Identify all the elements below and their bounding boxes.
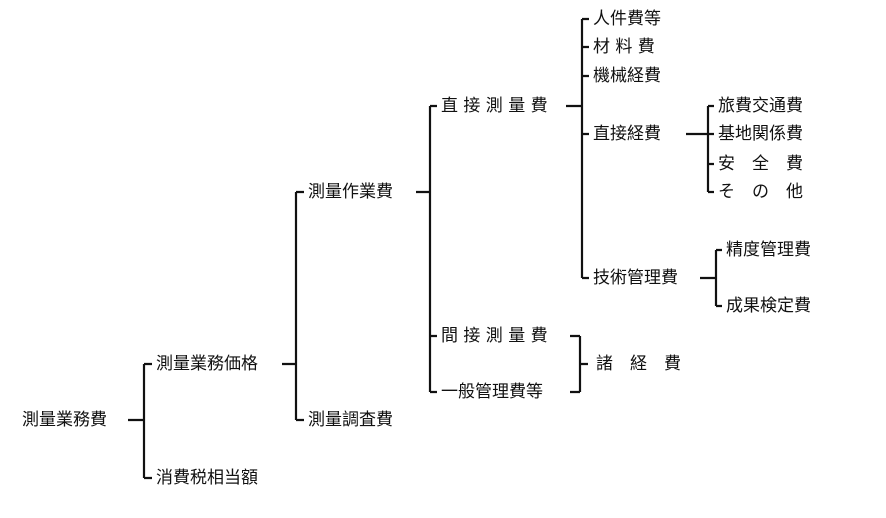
connector-price	[282, 190, 304, 422]
node-labor-cost: 人件費等	[593, 9, 661, 29]
node-precision-management-cost: 精度管理費	[726, 240, 811, 260]
node-general-admin-cost: 一般管理費等	[441, 382, 543, 402]
node-direct-expenses: 直接経費	[593, 124, 661, 144]
node-travel-expenses: 旅費交通費	[718, 96, 803, 116]
node-survey-investigation-cost: 測量調査費	[308, 410, 393, 430]
node-miscellaneous-expenses: 諸 経 費	[596, 354, 681, 374]
connector-work	[416, 104, 437, 394]
connector-misc	[570, 334, 588, 394]
node-material-cost: 材 料 費	[593, 37, 655, 57]
node-direct-survey-cost: 直 接 測 量 費	[441, 96, 548, 116]
connector-direct	[566, 17, 589, 280]
connector-direct-expenses	[686, 104, 714, 194]
node-safety-cost: 安 全 費	[718, 154, 803, 174]
node-indirect-survey-cost: 間 接 測 量 費	[441, 326, 548, 346]
node-consumption-tax: 消費税相当額	[156, 468, 258, 488]
node-survey-business-cost: 測量業務費	[22, 410, 107, 430]
node-machine-expenses: 機械経費	[593, 66, 661, 86]
node-other: そ の 他	[718, 182, 803, 202]
node-technical-management-cost: 技術管理費	[593, 268, 678, 288]
node-base-related-cost: 基地関係費	[718, 124, 803, 144]
connector-root	[128, 362, 152, 480]
node-survey-work-cost: 測量作業費	[308, 182, 393, 202]
node-result-inspection-cost: 成果検定費	[726, 296, 811, 316]
node-survey-business-price: 測量業務価格	[156, 354, 258, 374]
connector-tech-mgmt	[700, 248, 722, 308]
